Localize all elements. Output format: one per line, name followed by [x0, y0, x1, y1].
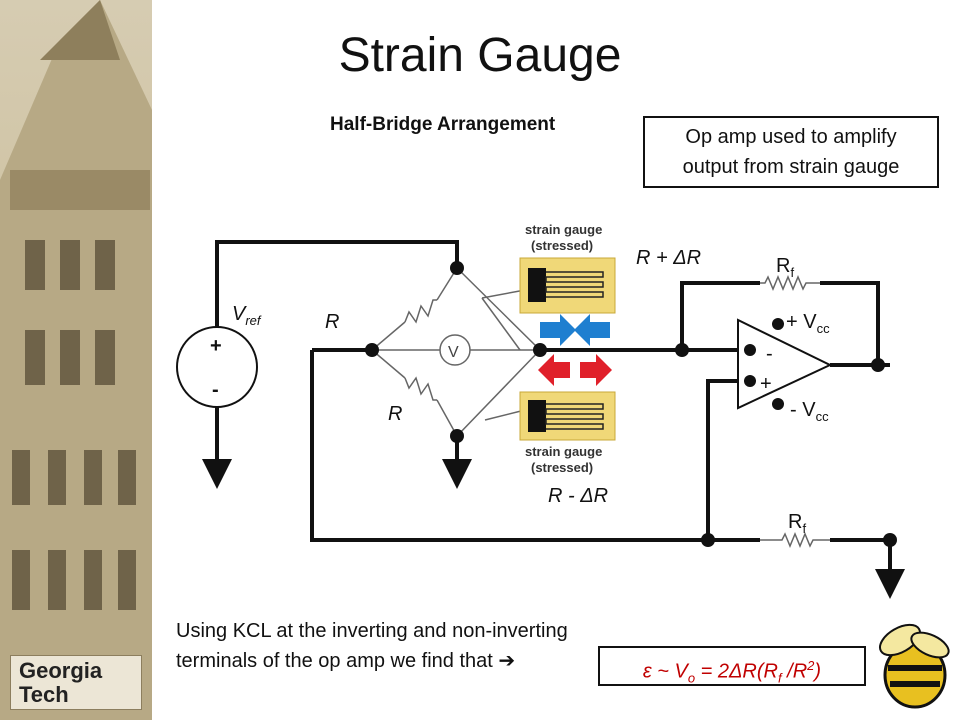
op-amp-plus-terminal: + [760, 373, 772, 395]
formula-sup: 2 [807, 658, 815, 673]
rf-top-label: Rf [776, 255, 794, 280]
circuit-nodes [365, 261, 897, 547]
ground-arrows [202, 459, 905, 599]
resistor-zigzag-bottom [404, 376, 437, 401]
voltage-source [176, 326, 258, 408]
gauge-top-caption-1: strain gauge [525, 222, 602, 237]
rf-bottom-label: Rf [788, 511, 806, 536]
logo-line-tech: Tech [19, 682, 69, 707]
note-line-2: output from strain gauge [682, 156, 900, 178]
formula-lhs: ε ~ V [642, 660, 688, 683]
strain-gauge-bottom: strain gauge (stressed) [519, 391, 616, 475]
op-amp-note-box: Op amp used to amplify output from strai… [643, 116, 939, 188]
op-amp-minus-terminal: - [766, 343, 773, 365]
vcc-minus-label: - Vcc [790, 399, 829, 424]
formula-mid-sub: f [777, 670, 782, 686]
right-arrow-icon: ➔ [498, 650, 516, 672]
kcl-line-1: Using KCL at the inverting and non-inver… [176, 620, 568, 642]
resistor-zigzag-top [404, 299, 437, 324]
formula-mid: = 2ΔR(R [695, 660, 778, 683]
slide-title: Strain Gauge [338, 29, 622, 82]
kcl-explanation: Using KCL at the inverting and non-inver… [176, 616, 568, 676]
vref-label: Vref [232, 303, 262, 328]
voltmeter [439, 334, 471, 366]
yellow-jacket-mascot [879, 623, 950, 709]
r-plus-delta-label: R + ΔR [636, 247, 701, 269]
logo-line-georgia: Georgia [19, 658, 103, 683]
source-plus-sign: + [210, 335, 222, 357]
gauge-bottom-caption-1: strain gauge [525, 444, 602, 459]
georgia-tech-logo: Georgia Tech [10, 655, 142, 710]
source-minus-sign: - [212, 379, 219, 401]
building-illustration [0, 0, 152, 720]
rf-top-resistor [760, 275, 820, 291]
op-amp [737, 318, 833, 410]
slide-subtitle: Half-Bridge Arrangement [330, 114, 556, 135]
strain-formula-box: ε ~ Vo = 2ΔR(Rf /R2) [598, 646, 866, 686]
kcl-line-2: terminals of the op amp we find that ➔ [176, 650, 516, 672]
gauge-bottom-caption-2: (stressed) [531, 460, 593, 475]
strain-gauge-top: strain gauge (stressed) [519, 222, 616, 314]
rf-bottom-resistor [760, 532, 830, 548]
formula-after: /R [781, 660, 808, 683]
campus-building-photo: Georgia Tech [0, 0, 152, 720]
resistor-r-bottom-label: R [388, 403, 402, 425]
formula-end: ) [814, 660, 822, 683]
r-minus-delta-label: R - ΔR [548, 485, 608, 507]
bridge-lines [371, 267, 541, 437]
gauge-top-caption-2: (stressed) [531, 238, 593, 253]
formula-lhs-sub: o [687, 670, 696, 686]
circuit-wires [215, 240, 892, 580]
compression-arrows [540, 314, 610, 346]
vcc-plus-label: + Vcc [786, 311, 830, 336]
resistor-r-top-label: R [325, 311, 339, 333]
tension-arrows [538, 354, 612, 386]
note-line-1: Op amp used to amplify [685, 126, 897, 148]
voltmeter-label: V [448, 344, 459, 361]
